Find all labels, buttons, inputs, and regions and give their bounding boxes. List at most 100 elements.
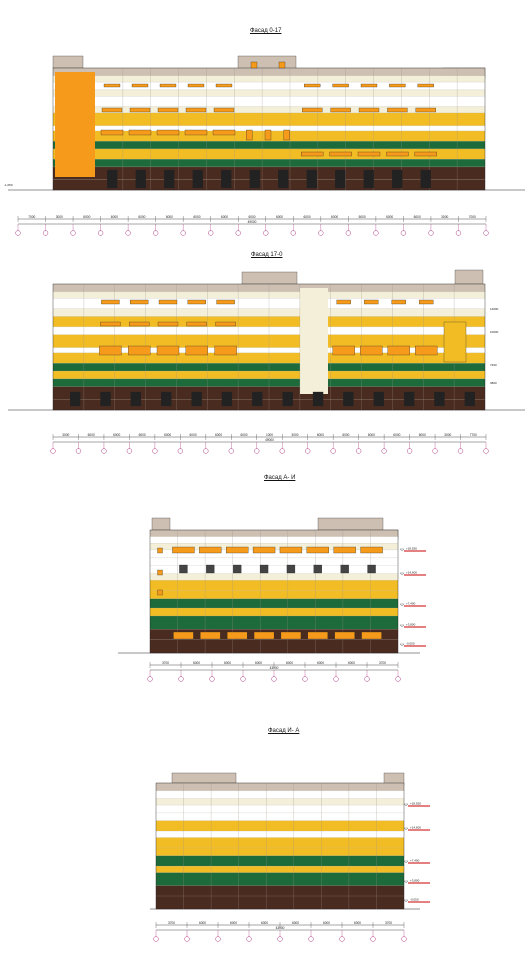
axis-bubble xyxy=(178,676,184,682)
window xyxy=(387,107,408,113)
facade-band xyxy=(53,159,485,167)
window xyxy=(333,546,356,554)
window xyxy=(186,321,207,327)
level-label: +3,800 xyxy=(410,879,420,883)
window xyxy=(161,391,172,407)
facade-band xyxy=(156,885,404,897)
facade-band xyxy=(156,805,404,813)
axis-bubble xyxy=(428,230,434,236)
axis-bubble xyxy=(432,448,438,454)
axis-bubble xyxy=(126,448,133,454)
window xyxy=(360,83,378,88)
facade-band xyxy=(53,68,485,76)
level-marker xyxy=(399,548,405,552)
axis-bubble xyxy=(75,448,82,454)
dimension-label: 6000 xyxy=(276,215,283,219)
dimension-label: 6000 xyxy=(190,433,197,437)
axis-bubble xyxy=(209,676,215,682)
dimension-label: 6000 xyxy=(193,661,200,665)
dimension-label: 6000 xyxy=(255,661,262,665)
axis-bubble xyxy=(373,230,379,236)
window xyxy=(221,391,233,407)
axis-bubble xyxy=(333,676,339,682)
window xyxy=(131,83,149,88)
axis-bubble xyxy=(184,936,190,942)
axis-bubble xyxy=(381,448,387,454)
total-dimension-label: 49000 xyxy=(265,438,274,442)
title-facade-a-i: Фасад А- И xyxy=(264,475,296,481)
window xyxy=(391,299,406,305)
facade-band xyxy=(156,790,404,799)
axis-bubble xyxy=(345,230,351,236)
dimension-label: 6000 xyxy=(331,215,338,219)
window xyxy=(184,129,208,136)
level-marker xyxy=(403,803,409,807)
window xyxy=(249,169,260,189)
dimension-label: 6000 xyxy=(248,215,255,219)
facade-band xyxy=(156,872,404,886)
window xyxy=(279,546,303,554)
window xyxy=(158,299,178,305)
window xyxy=(130,299,149,305)
facade-band xyxy=(53,141,485,149)
dimension-label: 6000 xyxy=(111,215,118,219)
axis-bubble xyxy=(330,448,336,454)
window xyxy=(130,391,142,407)
window xyxy=(187,83,205,88)
dimension-label: 3000 xyxy=(441,215,448,219)
dimension-label: 6000 xyxy=(138,215,145,219)
total-dimension-label: 43000 xyxy=(276,926,285,930)
dimension-label: 6000 xyxy=(164,433,171,437)
window xyxy=(464,391,475,407)
window xyxy=(213,107,235,113)
window xyxy=(434,391,445,407)
window xyxy=(252,546,276,554)
title-facade-17-0: Фасад 17-0 xyxy=(251,252,283,258)
window xyxy=(100,129,124,136)
window xyxy=(101,107,123,113)
window xyxy=(214,345,237,356)
axis-bubble xyxy=(483,448,489,454)
axis-bubble xyxy=(153,936,159,942)
window xyxy=(386,151,409,157)
level-label: 3800 xyxy=(490,381,497,385)
facade-band xyxy=(156,837,404,848)
axis-bubble xyxy=(370,936,376,942)
window xyxy=(159,83,177,88)
dimension-label: 6000 xyxy=(354,921,361,925)
axis-bubble xyxy=(356,448,362,454)
window xyxy=(357,151,381,157)
roof-block xyxy=(454,269,484,285)
dimension-label: 6000 xyxy=(193,215,200,219)
window xyxy=(157,321,179,327)
window xyxy=(389,83,406,88)
window xyxy=(336,299,351,305)
facade-band xyxy=(156,820,404,832)
window xyxy=(156,129,180,136)
axis-bubble xyxy=(339,936,345,942)
window xyxy=(414,151,437,157)
facade-band xyxy=(150,608,398,616)
window xyxy=(361,631,382,640)
dimension-label: 6000 xyxy=(368,433,375,437)
axis-bubble xyxy=(279,448,285,454)
axis-bubble xyxy=(302,676,308,682)
window xyxy=(135,169,146,189)
window xyxy=(157,569,163,576)
dimension-label: 6000 xyxy=(199,921,206,925)
window xyxy=(286,564,296,574)
dimension-label: 6000 xyxy=(215,433,222,437)
axis-bubble xyxy=(153,230,159,236)
window xyxy=(367,564,376,574)
window xyxy=(253,631,275,640)
dimension-label: 6000 xyxy=(286,661,293,665)
title-facade-0-17: Фасад 0-17 xyxy=(250,28,282,34)
window xyxy=(200,631,221,640)
window xyxy=(179,564,188,574)
axis-bubble xyxy=(180,230,186,236)
facade-band xyxy=(53,125,485,131)
dimension-label: 6000 xyxy=(393,433,400,437)
dimension-label: 6000 xyxy=(139,433,146,437)
level-label: 10600 xyxy=(490,330,499,334)
dimension-label: 6000 xyxy=(386,215,393,219)
